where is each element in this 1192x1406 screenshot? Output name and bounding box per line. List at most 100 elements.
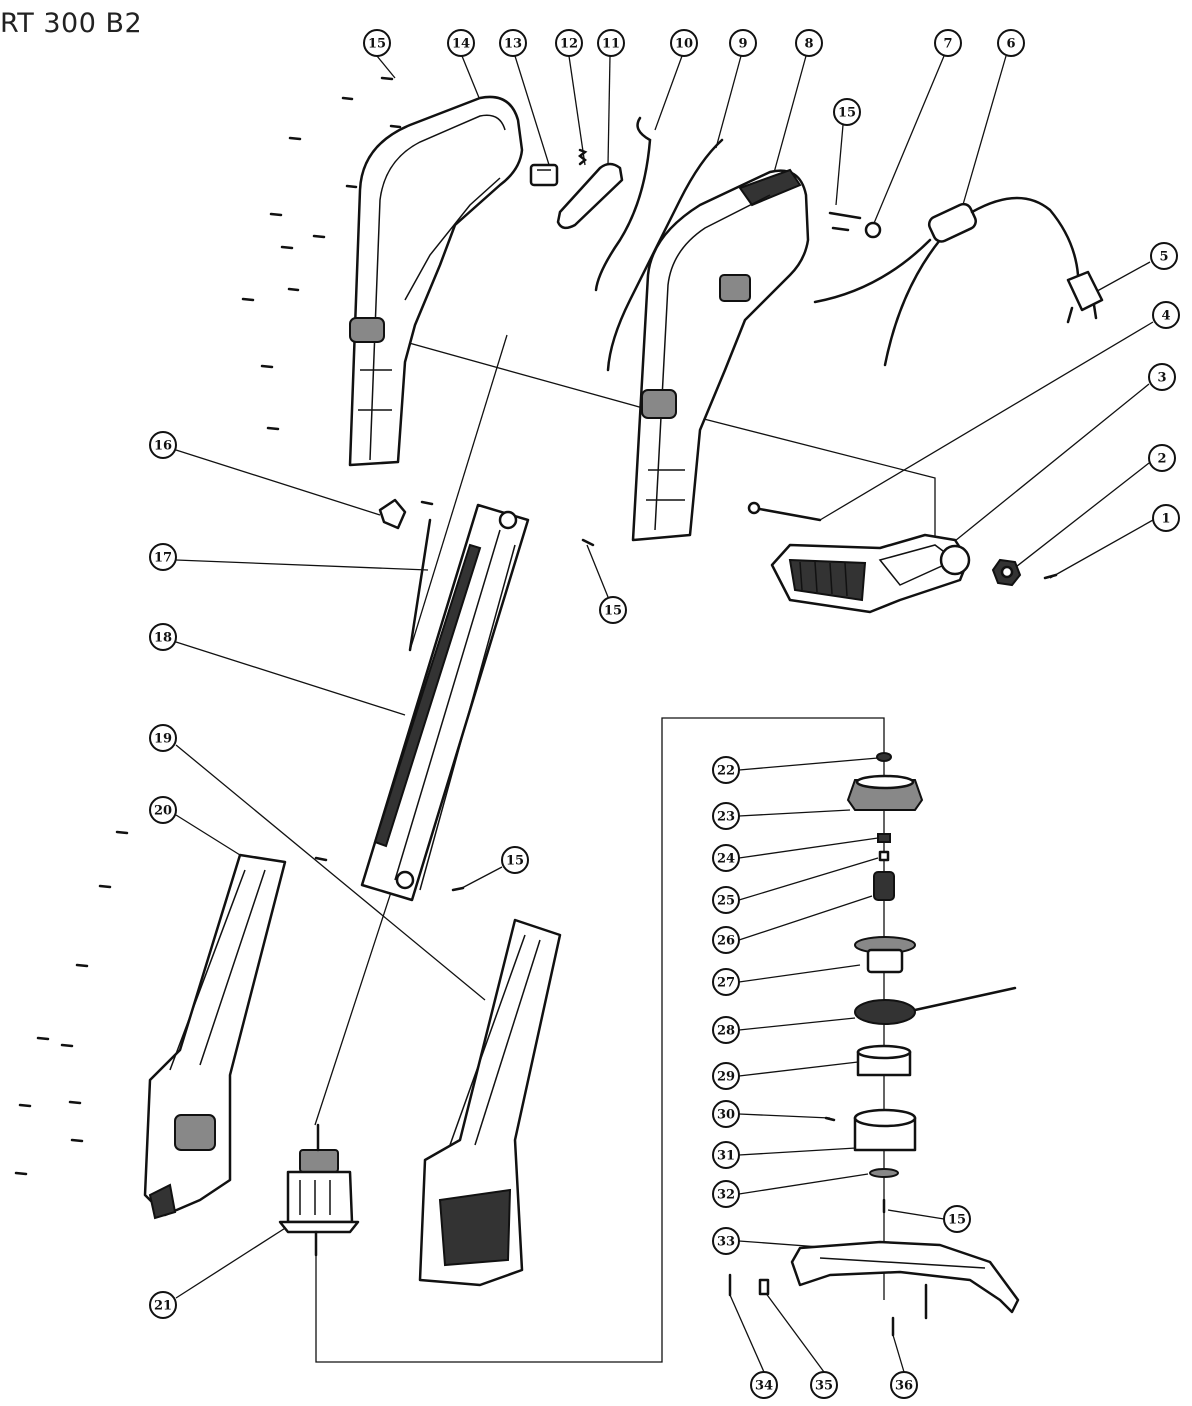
callout-number: 15 <box>506 854 524 869</box>
callout-number: 20 <box>154 804 172 819</box>
callout-labels: 1234567891011121314151515151516171819202… <box>149 29 1180 1399</box>
callout-circle <box>712 802 740 830</box>
callout-circle <box>149 724 177 752</box>
callout-circle <box>712 968 740 996</box>
callout-15: 15 <box>363 29 391 57</box>
callout-32: 32 <box>712 1180 740 1208</box>
page-title: RT 300 B2 <box>0 8 143 39</box>
callout-3: 3 <box>1148 363 1176 391</box>
part-8-upper-handle-right-half <box>631 168 810 542</box>
part-14-upper-handle-left-half <box>348 95 524 467</box>
callout-circle <box>447 29 475 57</box>
callout-26: 26 <box>712 926 740 954</box>
part-4-bolt <box>747 501 822 522</box>
part-11-trigger <box>556 162 624 230</box>
callout-number: 13 <box>504 37 522 52</box>
callout-29: 29 <box>712 1062 740 1090</box>
part-30-screw <box>824 1116 836 1122</box>
callout-circle <box>712 886 740 914</box>
part-29-spool-ring <box>856 1044 912 1077</box>
callout-15: 15 <box>599 596 627 624</box>
part-17-shaft-rod <box>408 518 432 652</box>
callout-circle <box>1150 242 1178 270</box>
callout-number: 5 <box>1159 250 1168 265</box>
callout-2: 2 <box>1148 444 1176 472</box>
callout-9: 9 <box>729 29 757 57</box>
callout-number: 9 <box>738 37 747 52</box>
callout-number: 18 <box>154 631 172 646</box>
callout-number: 15 <box>838 106 856 121</box>
callout-number: 28 <box>717 1024 735 1039</box>
callout-36: 36 <box>890 1371 918 1399</box>
callout-circle <box>833 98 861 126</box>
callout-7: 7 <box>934 29 962 57</box>
callout-number: 25 <box>717 894 735 909</box>
callout-number: 2 <box>1157 452 1166 467</box>
callout-circle <box>712 844 740 872</box>
callout-circle <box>712 1227 740 1255</box>
callout-number: 15 <box>604 604 622 619</box>
part-15-screws-tube <box>314 500 595 892</box>
callout-number: 32 <box>717 1188 735 1203</box>
callout-circle <box>149 1291 177 1319</box>
part-27-spool-seat <box>854 936 916 974</box>
callout-number: 21 <box>154 1299 172 1314</box>
callout-circle <box>810 1371 838 1399</box>
callout-number: 17 <box>154 551 172 566</box>
callout-number: 7 <box>943 37 952 52</box>
callout-circle <box>729 29 757 57</box>
callout-number: 16 <box>154 439 172 454</box>
part-2-knob <box>991 558 1022 587</box>
callout-number: 23 <box>717 810 735 825</box>
callout-circle <box>712 926 740 954</box>
callout-circle <box>597 29 625 57</box>
part-35-blade <box>758 1278 770 1296</box>
callout-circle <box>795 29 823 57</box>
callout-number: 12 <box>560 37 578 52</box>
callout-circle <box>149 543 177 571</box>
callout-circle <box>890 1371 918 1399</box>
callout-number: 36 <box>895 1379 913 1394</box>
callout-6: 6 <box>997 29 1025 57</box>
callout-number: 34 <box>755 1379 773 1394</box>
callout-15: 15 <box>501 846 529 874</box>
part-21-motor <box>278 1123 360 1257</box>
callout-circle <box>934 29 962 57</box>
part-28-line-spool <box>854 986 1017 1025</box>
part-15-screws-left-housing <box>14 830 129 1176</box>
callout-number: 8 <box>804 37 813 52</box>
callout-number: 15 <box>948 1213 966 1228</box>
callout-number: 27 <box>717 976 735 991</box>
callout-13: 13 <box>499 29 527 57</box>
callout-24: 24 <box>712 844 740 872</box>
part-25-nut <box>878 850 890 862</box>
callout-31: 31 <box>712 1141 740 1169</box>
callout-25: 25 <box>712 886 740 914</box>
callout-21: 21 <box>149 1291 177 1319</box>
part-19-motor-housing-right-half <box>418 918 562 1287</box>
callout-circle <box>712 1062 740 1090</box>
part-18-shaft-tube <box>360 503 530 902</box>
callout-11: 11 <box>597 29 625 57</box>
callout-number: 10 <box>675 37 693 52</box>
callout-circle <box>1152 504 1180 532</box>
callout-14: 14 <box>447 29 475 57</box>
part-26-spring <box>873 871 895 901</box>
callout-number: 29 <box>717 1070 735 1085</box>
part-12-spring <box>577 148 588 166</box>
callout-15: 15 <box>833 98 861 126</box>
callout-number: 35 <box>815 1379 833 1394</box>
part-20-motor-housing-left-half <box>143 853 287 1220</box>
part-6-cable-strain-relief <box>813 196 1080 367</box>
callout-circle <box>712 1180 740 1208</box>
callout-12: 12 <box>555 29 583 57</box>
callout-circle <box>363 29 391 57</box>
callout-number: 1 <box>1161 512 1170 527</box>
callout-number: 4 <box>1161 309 1170 324</box>
part-23-fan <box>846 774 924 811</box>
callout-circle <box>712 756 740 784</box>
callout-4: 4 <box>1152 301 1180 329</box>
callout-28: 28 <box>712 1016 740 1044</box>
callout-number: 14 <box>452 37 470 52</box>
